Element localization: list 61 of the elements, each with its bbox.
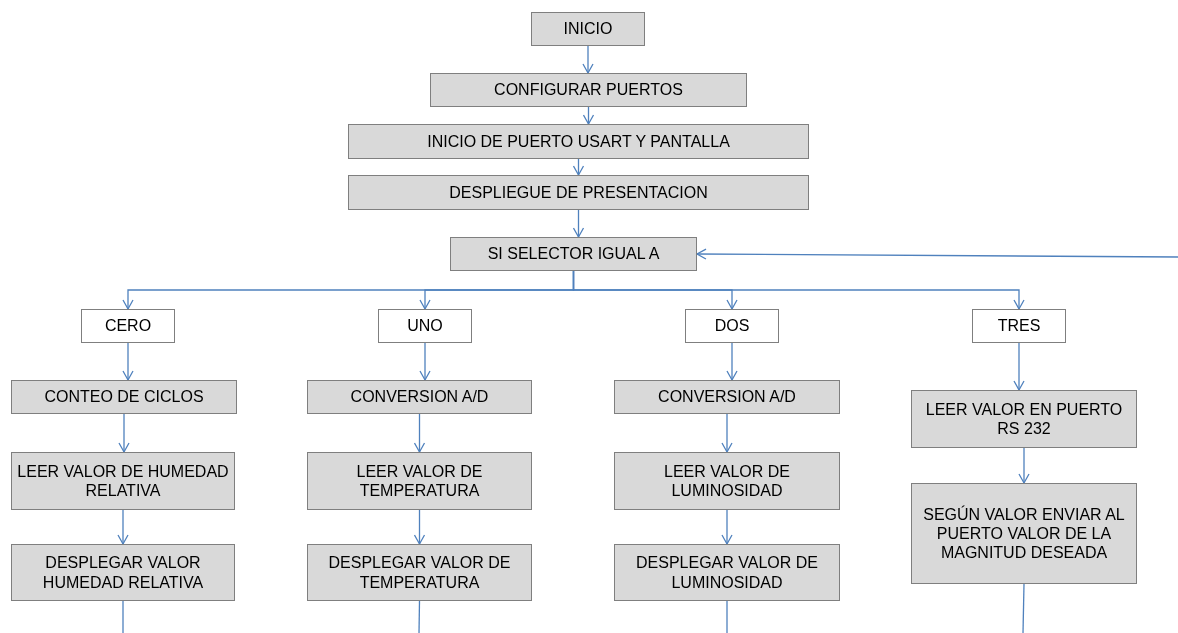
box-label: CONVERSION A/D: [658, 387, 796, 407]
connector-line: [122, 600, 124, 633]
box-label: DOS: [714, 316, 750, 336]
box-label: LEER VALOR DE HUMEDAD RELATIVA: [16, 461, 230, 501]
process-box: [348, 124, 809, 159]
arrow: [572, 209, 585, 238]
arrow: [122, 342, 134, 381]
box-label: LEER VALOR DE LUMINOSIDAD: [663, 461, 791, 501]
box-label: CONFIGURAR PUERTOS: [494, 80, 683, 100]
arrow: [696, 248, 1178, 260]
arrow: [582, 45, 594, 74]
connector-line: [418, 600, 421, 633]
arrow: [572, 158, 585, 176]
box-label: DESPLIEGUE DE PRESENTACION: [449, 182, 708, 203]
arrow: [572, 270, 1025, 310]
arrow: [721, 509, 733, 545]
process-box: [307, 452, 532, 510]
process-box: [348, 175, 809, 210]
arrow: [118, 413, 130, 453]
process-box: [450, 237, 697, 271]
box-label: INICIO DE PUERTO USART Y PANTALLA: [427, 131, 730, 152]
box-label: DESPLEGAR VALOR DE TEMPERATURA: [327, 553, 512, 592]
process-box: [614, 544, 840, 601]
box-label: SEGÚN VALOR ENVIAR AL PUERTO VALOR DE LA MAGNITUD DESEADA: [922, 504, 1126, 563]
process-box: [11, 452, 235, 510]
arrow: [1018, 447, 1030, 484]
process-box: [430, 73, 747, 107]
process-box: [11, 544, 235, 601]
connector-line: [726, 600, 728, 633]
process-box: [531, 12, 645, 46]
box-label: CERO: [104, 316, 152, 336]
option-box: [81, 309, 175, 343]
process-box: [11, 380, 237, 414]
arrow: [721, 413, 733, 453]
box-label: INICIO: [563, 19, 613, 39]
box-label: UNO: [407, 316, 443, 336]
process-box: [911, 483, 1137, 584]
arrow: [117, 509, 129, 545]
box-label: CONTEO DE CICLOS: [44, 387, 204, 407]
arrow: [582, 106, 595, 125]
process-box: [307, 380, 532, 414]
box-label: LEER VALOR DE TEMPERATURA: [355, 461, 484, 501]
box-label: TRES: [997, 316, 1041, 336]
option-box: [972, 309, 1066, 343]
arrow: [413, 509, 426, 545]
arrow: [1013, 342, 1025, 391]
connector-line: [1022, 583, 1025, 633]
box-label: LEER VALOR EN PUERTO RS 232: [924, 399, 1124, 439]
option-box: [685, 309, 779, 343]
arrow: [413, 413, 426, 453]
box-label: DESPLEGAR VALOR DE LUMINOSIDAD: [635, 553, 819, 592]
box-label: SI SELECTOR IGUAL A: [487, 244, 660, 264]
process-box: [614, 452, 840, 510]
process-box: [614, 380, 840, 414]
option-box: [378, 309, 472, 343]
process-box: [911, 390, 1137, 448]
box-label: DESPLEGAR VALOR HUMEDAD RELATIVA: [41, 553, 205, 592]
process-box: [307, 544, 532, 601]
box-label: CONVERSION A/D: [350, 387, 489, 407]
arrow: [726, 342, 738, 381]
arrow: [419, 342, 431, 381]
